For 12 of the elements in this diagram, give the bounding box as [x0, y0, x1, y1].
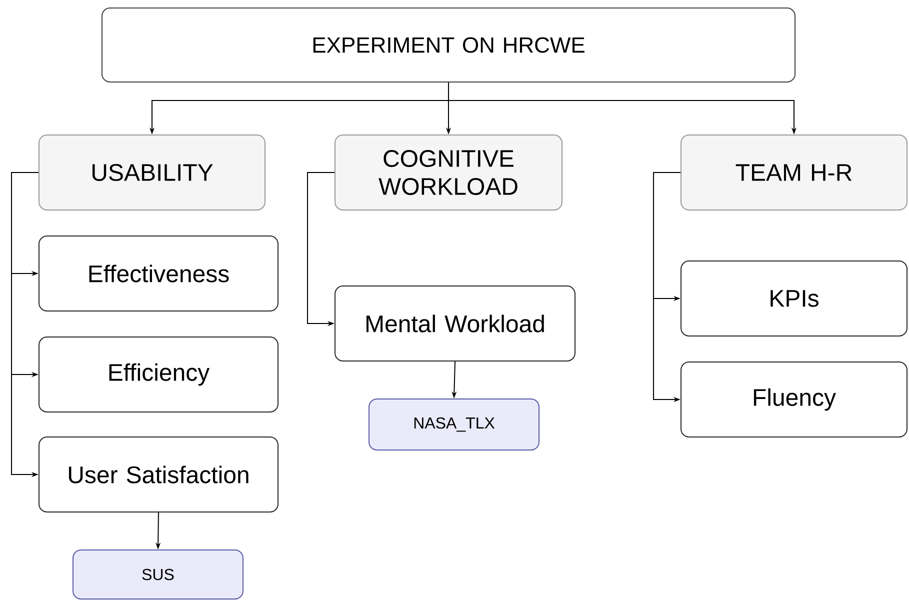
measure-box: Mental Workload	[334, 286, 576, 362]
category-box: TEAM H-R	[680, 134, 908, 210]
measure-box: User Satisfaction	[38, 436, 278, 512]
rect-box: EXPERIMENT ON HRCWE	[102, 8, 796, 82]
measure-box: Effectiveness	[38, 236, 278, 312]
tool-box: SUS	[72, 550, 244, 600]
measure-box: KPIs	[680, 260, 908, 336]
tool-box: NASA_TLX	[368, 398, 540, 450]
category-box: USABILITY	[38, 134, 266, 210]
category-box: COGNITIVE WORKLOAD	[334, 134, 562, 210]
measure-box: Efficiency	[38, 336, 278, 412]
measure-box: Fluency	[680, 362, 908, 438]
